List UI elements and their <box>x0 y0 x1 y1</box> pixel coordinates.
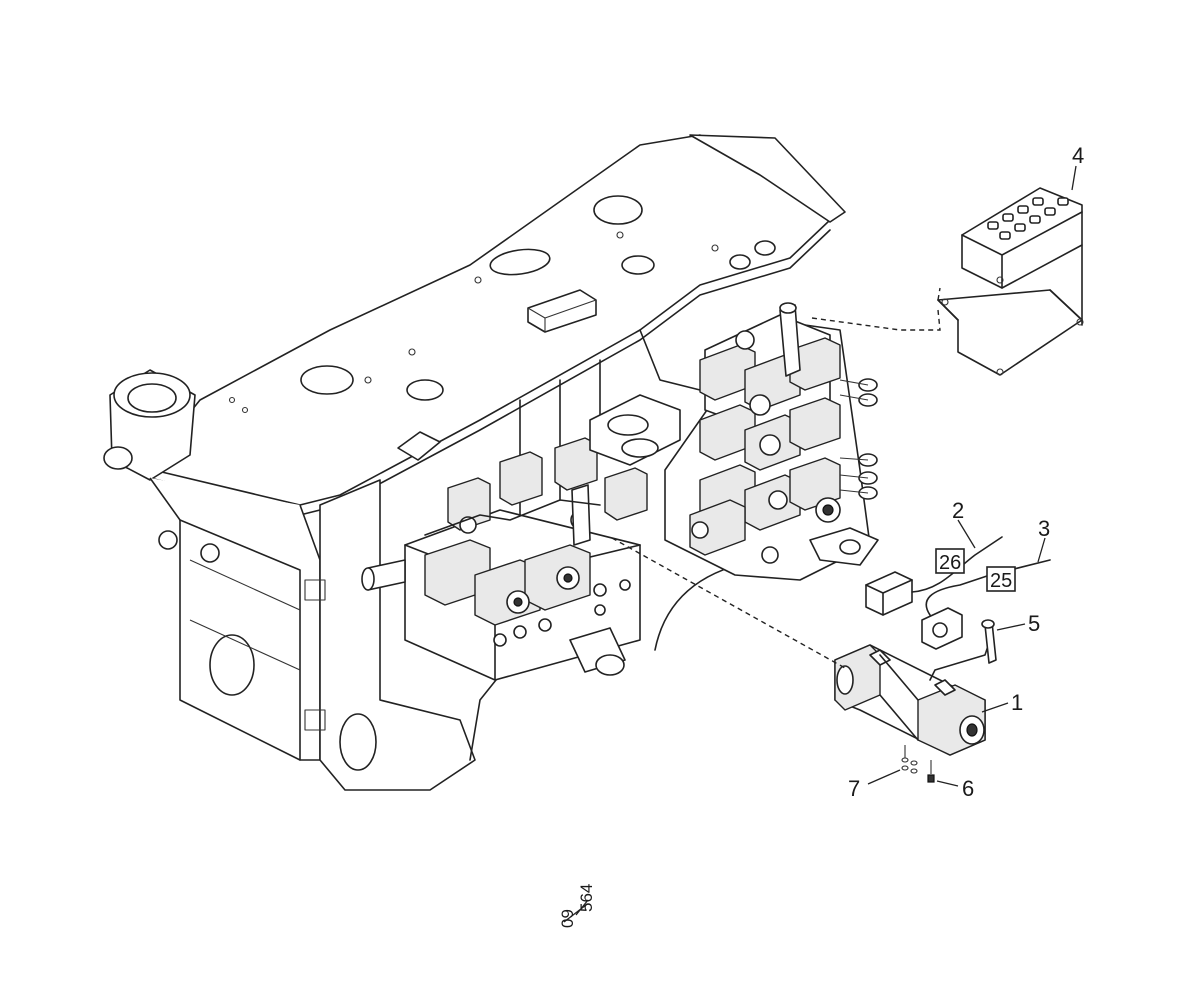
control-box-item-4 <box>937 187 1084 376</box>
callout-2: 2 <box>952 498 964 523</box>
solenoid-valve-item-1 <box>834 639 991 756</box>
callout-1: 1 <box>1011 690 1023 715</box>
callout-4: 4 <box>1072 143 1084 168</box>
boxed-ref-25: 25 <box>986 566 1016 592</box>
drawing-ref-top: 09 <box>558 909 577 928</box>
callout-7: 7 <box>848 776 860 801</box>
drawing-reference: 09 564 <box>558 884 596 928</box>
solenoid-manifold-left <box>361 437 648 681</box>
connector-cables-items-2-3 <box>865 536 1051 650</box>
screw-item-5 <box>981 619 997 664</box>
plug-item-6 <box>927 760 935 783</box>
callout-3: 3 <box>1038 516 1050 541</box>
assembly-guide-lines <box>611 287 941 669</box>
boxed-ref-26: 26 <box>935 548 965 574</box>
callout-5: 5 <box>1028 611 1040 636</box>
callout-6: 6 <box>962 776 974 801</box>
washers-item-7 <box>901 745 918 774</box>
control-valve-stack <box>589 302 879 581</box>
boxed-ref-25-label: 25 <box>990 570 1012 592</box>
drawing-ref-bottom: 564 <box>577 884 596 912</box>
leader-lines <box>563 165 1077 923</box>
boxed-ref-26-label: 26 <box>939 552 961 574</box>
frame-assembly <box>103 134 846 791</box>
